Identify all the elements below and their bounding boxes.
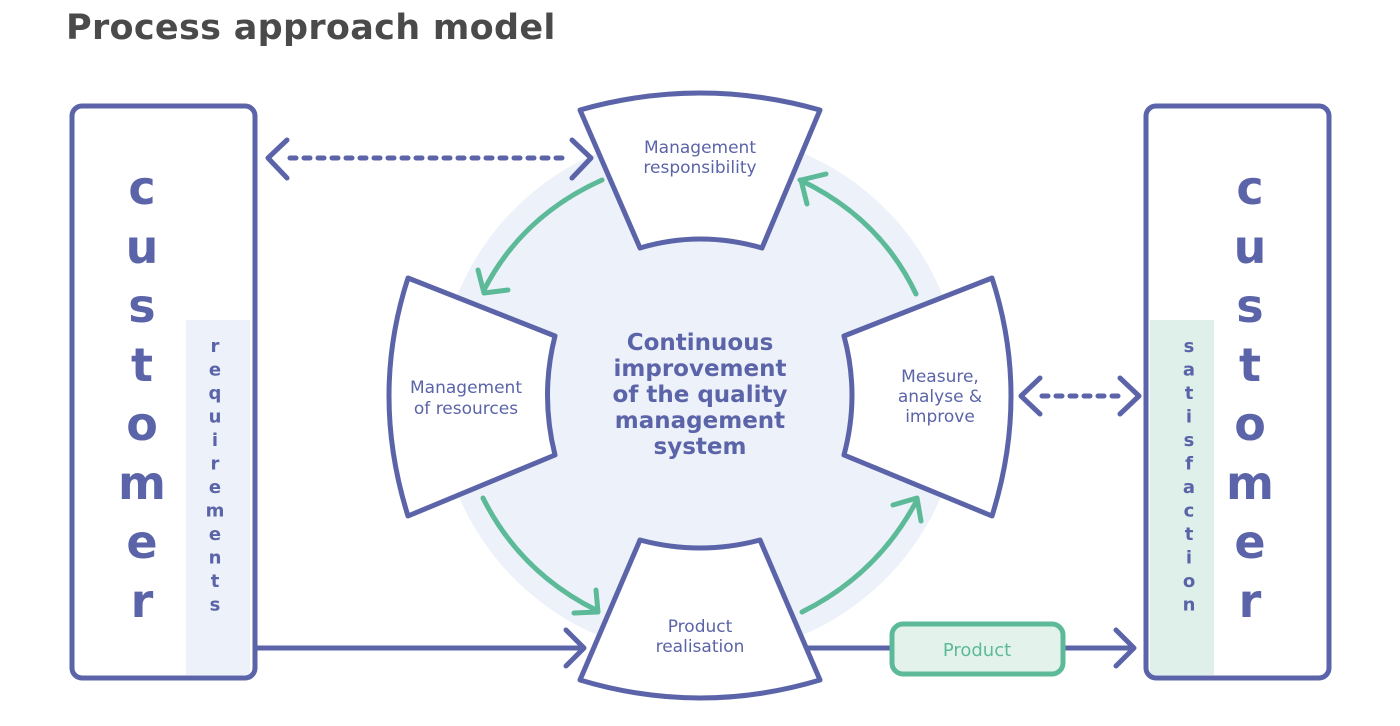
satisfaction-letter: i	[1186, 548, 1192, 569]
satisfaction-letter: f	[1185, 454, 1193, 475]
requirements-letter: n	[209, 548, 222, 569]
requirements-letter: q	[209, 383, 222, 404]
label-measure-3: improve	[905, 407, 975, 427]
arrowhead-right-right	[1117, 375, 1142, 417]
customer-letter: u	[1234, 220, 1267, 274]
customer-letter: c	[1236, 161, 1263, 215]
connectors	[252, 137, 1142, 669]
satisfaction-letter: a	[1183, 477, 1195, 498]
arrowhead-top-to-left	[475, 267, 511, 296]
segment-management-of-resources	[386, 275, 558, 519]
customer-letter: r	[1239, 574, 1262, 628]
requirements-letter: t	[211, 571, 220, 592]
arrow-left-to-bottom	[480, 495, 599, 613]
label-management-responsibility-2: responsibility	[643, 158, 756, 178]
satisfaction-band	[1150, 320, 1214, 675]
customer-letter: t	[1239, 338, 1261, 392]
customer-letter: c	[128, 161, 155, 215]
satisfaction-letter: a	[1183, 360, 1195, 381]
center-line-3: of the quality	[613, 382, 788, 408]
arrowhead-right-top	[569, 137, 594, 181]
center-line-1: Continuous	[627, 330, 774, 356]
product-label: Product	[943, 640, 1011, 661]
label-management-of-resources-2: of resources	[414, 399, 518, 419]
arrowhead-left-to-bottom	[571, 587, 601, 616]
right-customer-frame	[1143, 103, 1332, 681]
customer-letter: s	[1236, 279, 1263, 333]
center-line-2: improvement	[614, 356, 787, 382]
satisfaction-letter: o	[1183, 571, 1195, 592]
arrow-top-to-left	[481, 177, 605, 293]
center-line-5: system	[654, 434, 747, 460]
segment-measure-analyse-improve	[841, 275, 1014, 519]
satisfaction-letter: n	[1183, 595, 1196, 616]
requirements-letter: e	[209, 360, 221, 381]
satisfaction-letter: i	[1186, 407, 1192, 428]
customer-letter: u	[126, 220, 159, 274]
arrowhead-bottom-to-right	[890, 495, 924, 524]
requirements-letter: m	[206, 501, 225, 522]
customer-letter: t	[131, 338, 153, 392]
satisfaction-letter: t	[1185, 524, 1194, 545]
requirements-letter: u	[209, 407, 222, 428]
satisfaction-letter: t	[1185, 383, 1194, 404]
satisfaction-letter: s	[1184, 430, 1195, 451]
satisfaction-letter: c	[1184, 501, 1195, 522]
customer-letter: m	[1226, 456, 1274, 510]
input-arrowhead	[563, 627, 587, 669]
label-product-realisation-1: Product	[668, 617, 733, 637]
customer-letter: o	[1234, 397, 1266, 451]
left-customer-frame	[69, 103, 258, 681]
label-measure-1: Measure,	[901, 367, 979, 387]
product-frame	[889, 621, 1066, 677]
cycle-arrows	[475, 171, 924, 616]
satisfaction-letter: s	[1184, 336, 1195, 357]
customer-letter: o	[126, 397, 158, 451]
segment-product-realisation	[577, 537, 823, 701]
requirements-band	[186, 320, 250, 675]
requirements-letter: e	[209, 524, 221, 545]
customer-letter: s	[128, 279, 155, 333]
arrowhead-left-right	[1018, 375, 1043, 417]
page-title: Process approach model	[66, 8, 556, 48]
label-product-realisation-2: realisation	[656, 637, 745, 657]
label-management-responsibility-1: Management	[644, 138, 756, 158]
arrowhead-left-top	[265, 137, 290, 181]
requirements-letter: i	[212, 430, 218, 451]
requirements-letter: r	[211, 336, 220, 357]
customer-letter: e	[126, 515, 157, 569]
product-box: Product	[889, 621, 1066, 677]
output-arrowhead	[1113, 627, 1137, 669]
arrow-right-to-top	[797, 177, 919, 297]
cycle-background-circle	[438, 132, 962, 656]
arrowhead-right-to-top	[798, 171, 829, 207]
requirements-letter: s	[210, 595, 221, 616]
arrow-bottom-to-right	[799, 497, 920, 615]
segment-management-responsibility	[577, 90, 823, 251]
label-measure-2: analyse &	[898, 387, 982, 407]
requirements-letter: e	[209, 477, 221, 498]
label-management-of-resources-1: Management	[410, 378, 522, 398]
requirements-letter: r	[211, 454, 220, 475]
center-line-4: management	[615, 408, 785, 434]
customer-letter: e	[1234, 515, 1265, 569]
customer-letter: m	[118, 456, 166, 510]
customer-letter: r	[131, 574, 154, 628]
segments	[386, 90, 1014, 701]
center-text: Continuous improvement of the quality ma…	[613, 330, 788, 460]
